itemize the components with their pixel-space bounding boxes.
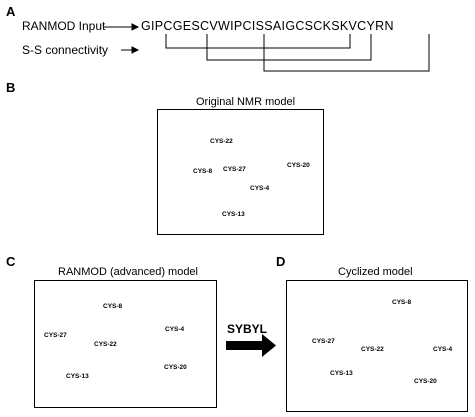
input-arrow [104,23,140,31]
cys-label-d-1: CYS-8 [392,299,412,306]
cys-label-b-6: CYS-13 [222,211,245,218]
panel-a-letter: A [6,4,16,19]
panel-b-caption: Original NMR model [196,96,296,108]
sybyl-arrow [226,334,276,357]
cys-label-c-5: CYS-13 [66,373,89,380]
cys-label-b-1: CYS-22 [210,138,233,145]
panel-c-letter: C [6,254,16,269]
cys-label-d-5: CYS-13 [330,370,353,377]
ss-connectivity-label: S-S connectivity [22,43,109,57]
panel-c-frame [34,280,217,408]
cys-label-b-3: CYS-27 [223,166,246,173]
connectivity-arrow [121,46,140,54]
panel-d-frame [286,280,468,412]
cys-label-c-4: CYS-4 [165,326,185,333]
disulfide-bracket-8-22 [206,34,372,61]
ranmod-input-label: RANMOD Input [22,19,106,33]
peptide-sequence: GIPCGESCVWIPCISSAIGCSCKSKVCYRN [141,19,394,33]
cys-label-b-5: CYS-4 [250,185,270,192]
cys-label-b-4: CYS-20 [287,162,310,169]
panel-d-letter: D [276,254,286,269]
cys-label-d-3: CYS-22 [361,346,384,353]
cys-label-c-6: CYS-20 [164,364,187,371]
cys-label-d-6: CYS-20 [414,378,437,385]
cys-label-d-4: CYS-4 [433,346,453,353]
panel-c-caption: RANMOD (advanced) model [58,266,198,278]
disulfide-bracket-13-27 [263,34,430,72]
panel-b-frame [157,109,324,235]
panel-b-letter: B [6,80,16,95]
panel-d-caption: Cyclized model [338,266,413,278]
disulfide-bracket-4-20 [165,34,351,49]
cys-label-d-2: CYS-27 [312,338,335,345]
sybyl-label: SYBYL [227,322,268,336]
cys-label-c-1: CYS-8 [103,303,123,310]
cys-label-c-2: CYS-27 [44,332,67,339]
cys-label-b-2: CYS-8 [193,168,213,175]
cys-label-c-3: CYS-22 [94,341,117,348]
